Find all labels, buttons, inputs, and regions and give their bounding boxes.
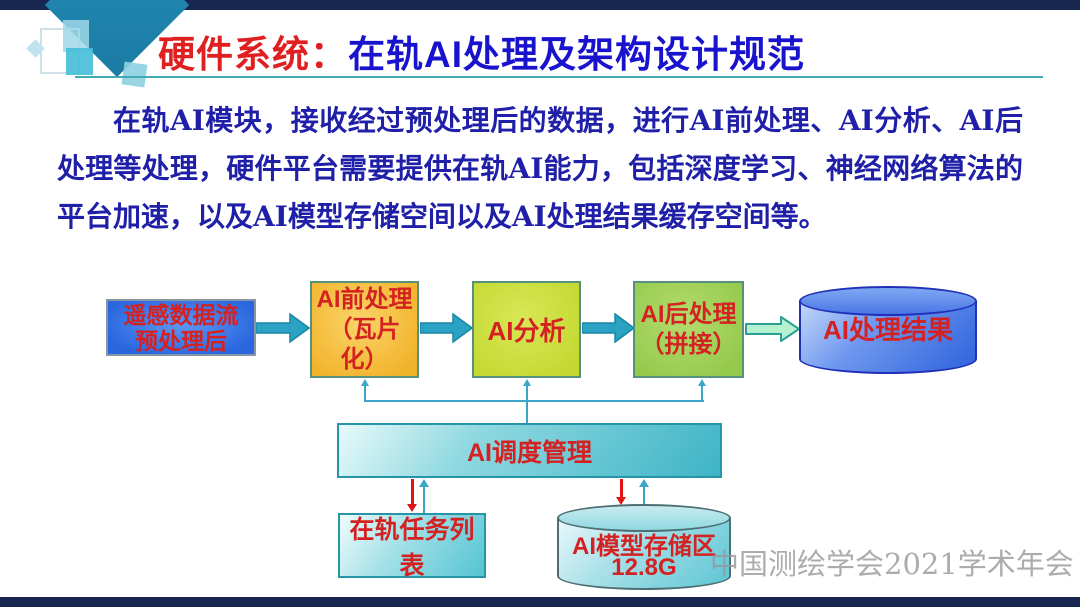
connector-bus-line: [364, 400, 704, 402]
red-down-arrow-storage: [616, 479, 626, 505]
cylinder-top: [799, 286, 977, 316]
bottom-navy-strip: [0, 597, 1080, 607]
node-input-label-line1: 遥感数据流: [123, 301, 239, 328]
teal-up-arrow-storage: [639, 479, 649, 505]
node-result-cylinder: AI处理结果: [799, 286, 977, 374]
node-tasklist-box: 在轨任务列表: [338, 513, 486, 580]
node-preprocess-label-line1: AI前处理: [316, 285, 413, 313]
page-title-main: 在轨AI处理及架构设计规范: [348, 34, 805, 75]
node-input-box: 遥感数据流 预处理后: [106, 299, 256, 356]
node-postprocess-label-line2: （拼接）: [640, 330, 737, 358]
node-result-label: AI处理结果: [822, 315, 953, 345]
flow-arrow-preprocess-to-analysis: [420, 313, 473, 343]
page-title-prefix: 硬件系统：: [158, 34, 348, 75]
connector-up-arrow-preprocess: [361, 379, 369, 401]
node-storage-cylinder: AI模型存储区 12.8G: [557, 504, 731, 590]
flow-arrow-input-to-preprocess: [256, 313, 310, 343]
teal-up-arrow-tasklist: [419, 479, 429, 513]
cylinder-top: [557, 504, 731, 532]
title-underline: [75, 76, 1043, 78]
node-storage-label-line2: 12.8G: [611, 554, 677, 581]
top-navy-strip: [0, 0, 1080, 10]
header-square-decoration: [121, 61, 148, 88]
header-square-decoration: [63, 20, 89, 52]
node-postprocess-box: AI后处理 （拼接）: [633, 281, 744, 378]
connector-up-arrow-postprocess: [698, 379, 706, 401]
node-scheduler-bar: AI调度管理: [337, 423, 722, 478]
node-postprocess-label-line1: AI后处理: [640, 300, 737, 328]
page-title: 硬件系统：在轨AI处理及架构设计规范: [158, 24, 805, 78]
node-storage-label-line1: AI模型存储区: [572, 533, 716, 560]
node-tasklist-label: 在轨任务列表: [349, 515, 475, 580]
connector-drop-line: [526, 400, 528, 423]
node-input-label-line2: 预处理后: [135, 327, 227, 354]
node-analysis-box: AI分析: [472, 281, 581, 378]
node-preprocess-box: AI前处理 （瓦片化）: [310, 281, 419, 378]
flow-arrow-postprocess-to-result: [745, 316, 800, 342]
node-preprocess-label-line2: （瓦片化）: [328, 315, 401, 373]
connector-up-arrow-analysis: [523, 379, 531, 401]
header-square-decoration: [66, 48, 93, 75]
body-paragraph: 在轨AI模块，接收经过预处理后的数据，进行AI前处理、AI分析、AI后处理等处理…: [57, 104, 1023, 233]
red-down-arrow-tasklist: [407, 479, 417, 512]
node-scheduler-label: AI调度管理: [466, 438, 592, 467]
flow-arrow-analysis-to-postprocess: [582, 313, 635, 343]
node-analysis-label: AI分析: [487, 316, 566, 346]
watermark-text: 中国测绘学会2021学术年会: [710, 547, 1074, 581]
